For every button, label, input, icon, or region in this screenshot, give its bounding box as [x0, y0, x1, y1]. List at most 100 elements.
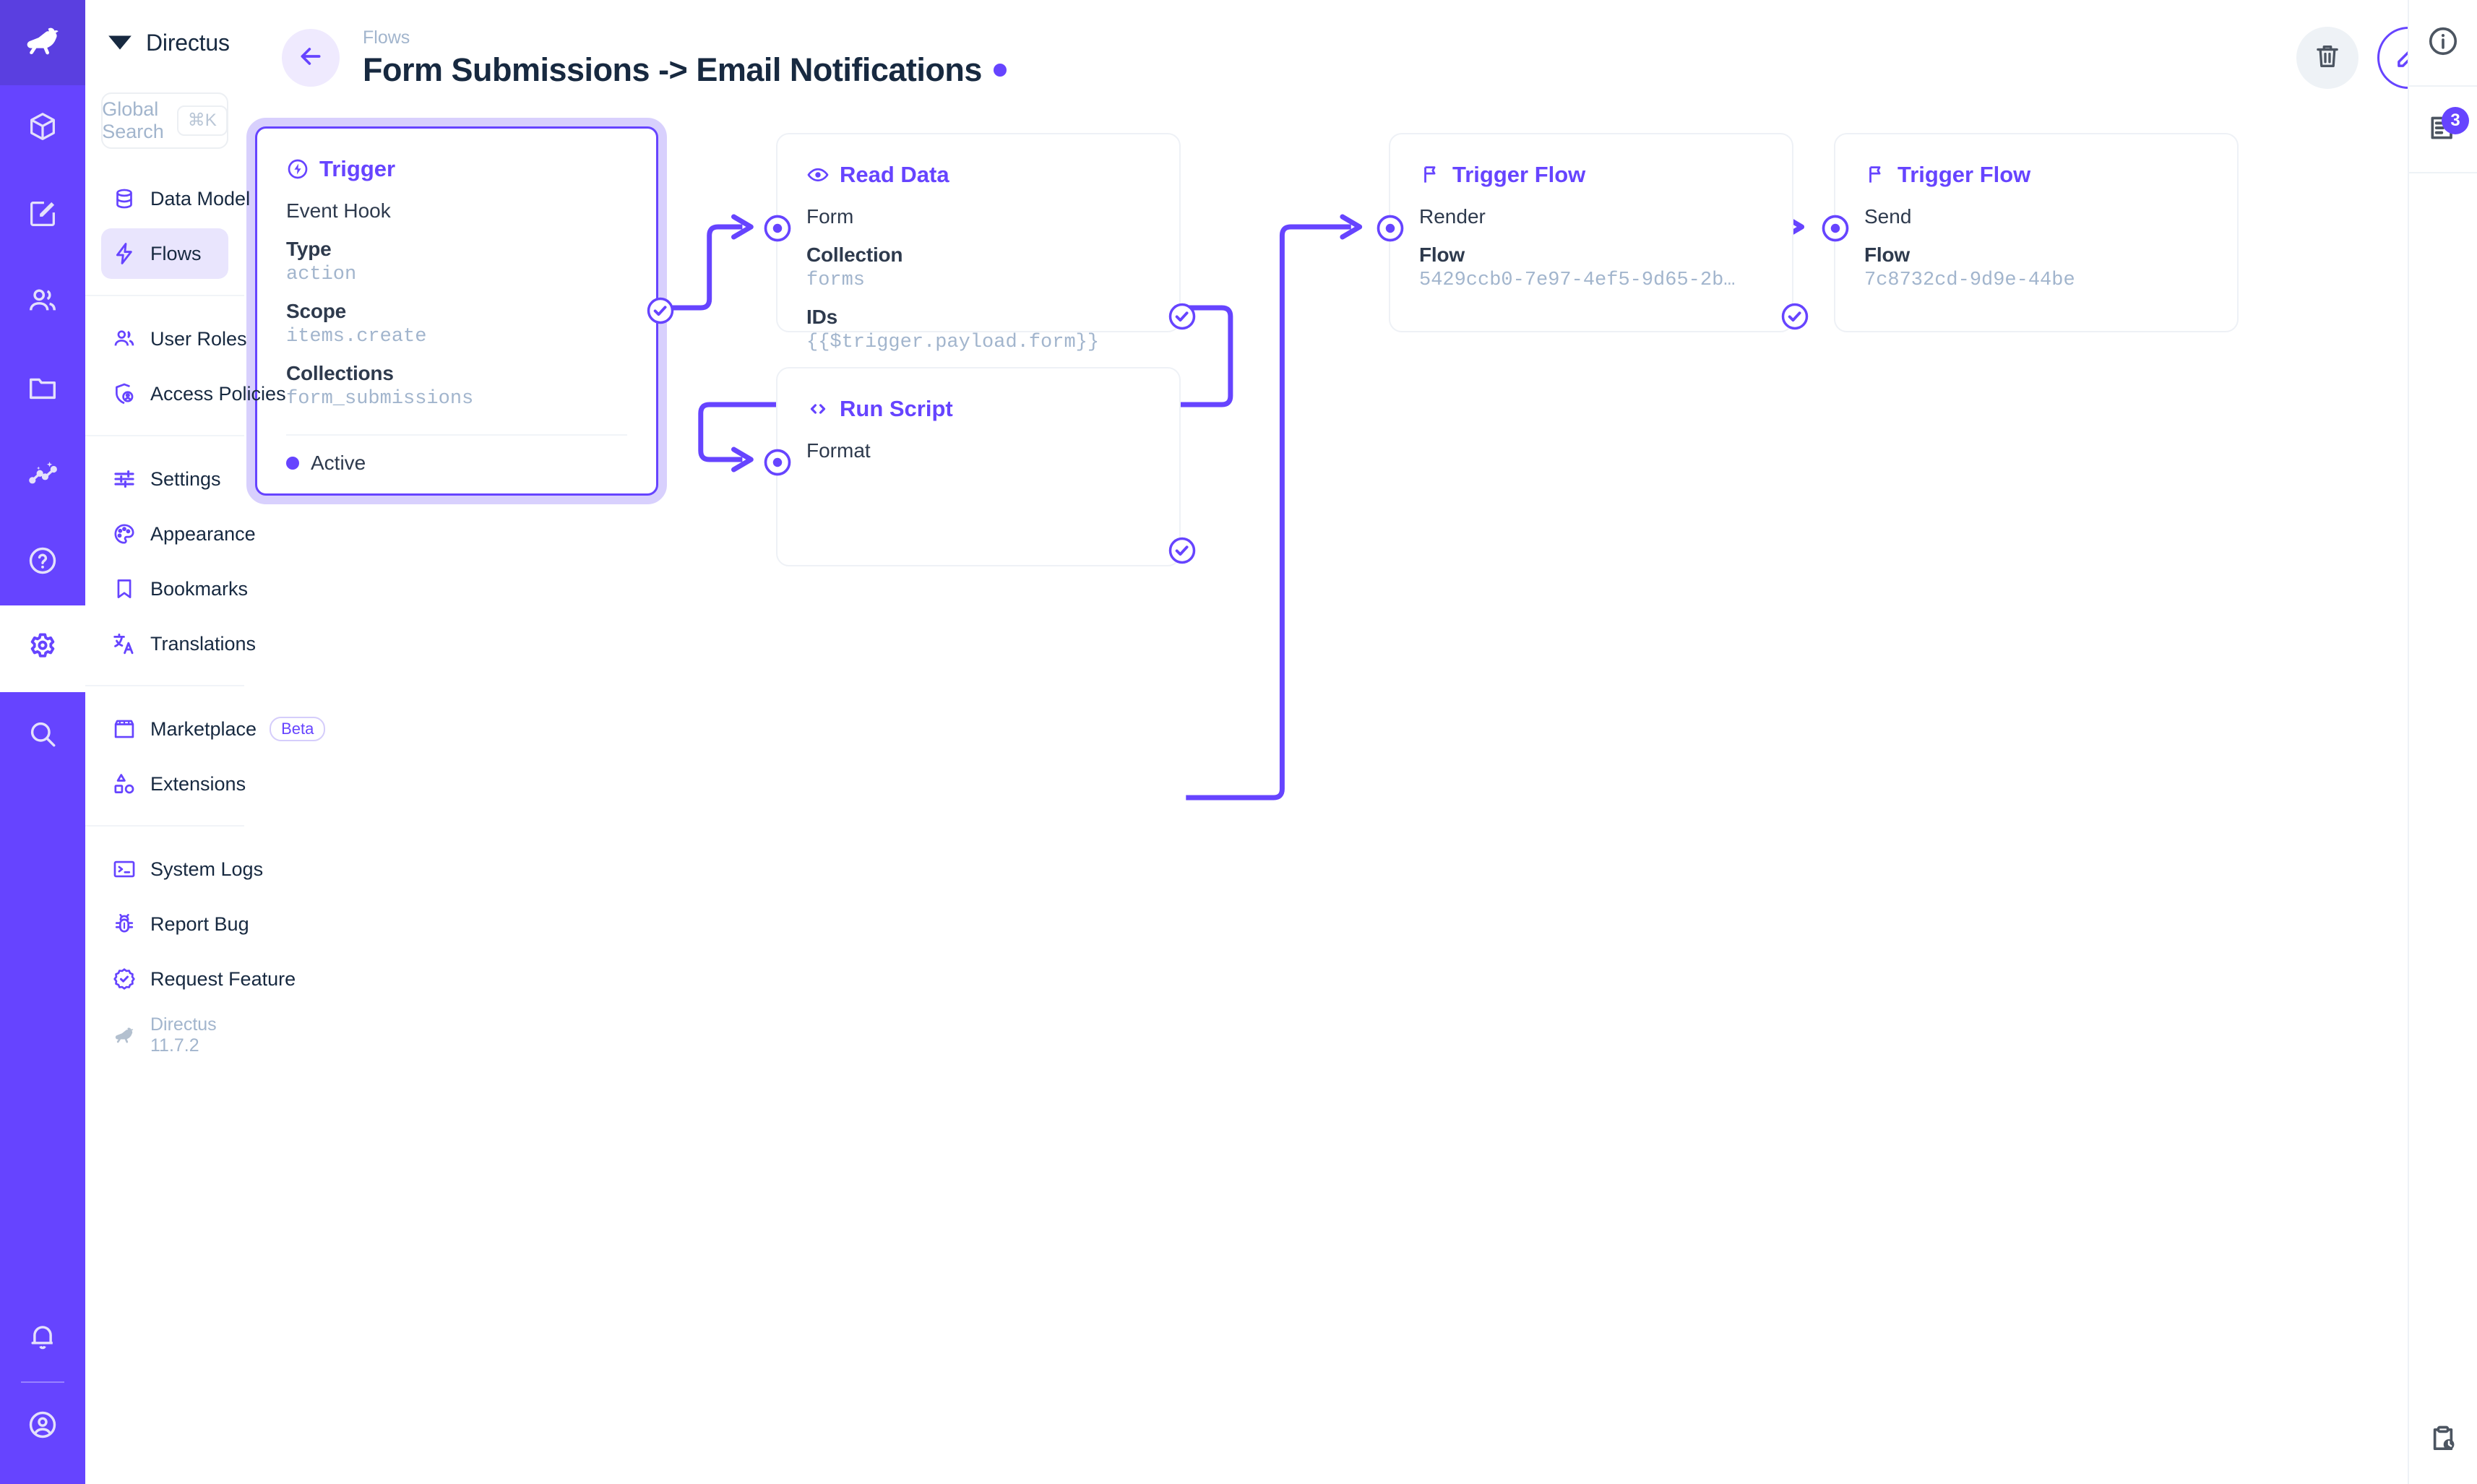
field-key: Scope [286, 300, 347, 322]
node-body: Send Flow 7c8732cd-9d9e-44be [1835, 204, 2237, 306]
sidebar-item-access-policies[interactable]: Access Policies [101, 368, 286, 419]
rail-item-content[interactable] [0, 85, 85, 172]
node-body: Event Hook Type action Scope items.creat… [257, 198, 656, 424]
nav-divider [85, 825, 244, 827]
sidebar-item-label: Access Policies [150, 382, 286, 405]
info-button[interactable] [2408, 0, 2477, 87]
page-header: Flows Form Submissions -> Email Notifica… [244, 0, 2477, 116]
nav-group-3: Settings Appearance Book [85, 454, 256, 669]
sidebar-item-label: Request Feature [150, 967, 296, 990]
sidebar-item-marketplace[interactable]: Marketplace Beta [101, 704, 326, 754]
port-input-trigger-flow-1[interactable] [1374, 212, 1406, 244]
rail-item-insights[interactable] [0, 432, 85, 519]
flow-node-trigger-flow-2[interactable]: Trigger Flow Send Flow 7c8732cd-9d9e-44b… [1822, 133, 2239, 332]
sidebar-item-request-feature[interactable]: Request Feature [101, 954, 296, 1004]
sidebar-item-label: User Roles [150, 327, 247, 350]
terminal-icon [111, 856, 137, 882]
nav-group-5: System Logs Report Bug [85, 844, 296, 1062]
nav-group-1: Data Model Flows [85, 173, 250, 279]
bug-icon [111, 911, 137, 937]
rail-divider [21, 1381, 64, 1383]
node-type-label: Run Script [840, 396, 953, 421]
store-icon [111, 716, 137, 742]
sidebar-item-user-roles[interactable]: User Roles [101, 314, 247, 364]
eye-icon [806, 163, 830, 186]
logs-button[interactable]: 3 [2408, 87, 2477, 173]
field-value: action [286, 264, 357, 285]
search-input[interactable]: Global Search ⌘K [101, 92, 228, 149]
sidebar-item-label: Report Bug [150, 913, 249, 935]
version-text: Directus 11.7.2 [150, 1014, 217, 1056]
flow-node-read-data[interactable]: Read Data Form Collection forms IDs {{$t… [764, 133, 1196, 353]
delete-button[interactable] [2296, 27, 2358, 89]
rail-item-account[interactable] [0, 1390, 85, 1462]
field-value: form_submissions [286, 388, 474, 410]
project-name: Directus [146, 29, 230, 56]
users-icon [111, 326, 137, 352]
breadcrumb[interactable]: Flows [363, 27, 410, 48]
edge-arrow-trigger-flow-1 [1340, 214, 1363, 240]
history-button[interactable] [2408, 1397, 2477, 1484]
rail-item-editor[interactable] [0, 172, 85, 259]
node-header: Run Script [777, 368, 1179, 438]
flow-node-trigger[interactable]: Trigger Event Hook Type action Scope ite… [246, 118, 674, 504]
sidebar-item-label: System Logs [150, 858, 264, 880]
bookmark-icon [111, 576, 137, 602]
sidebar-item-appearance[interactable]: Appearance [101, 509, 256, 559]
flow-canvas[interactable]: Trigger Event Hook Type action Scope ite… [244, 116, 2408, 1484]
port-input-trigger-flow-2[interactable] [1819, 212, 1851, 244]
logs-count-badge: 3 [2442, 107, 2469, 134]
port-output-trigger-flow-1[interactable] [1779, 301, 1811, 332]
port-output-read-data[interactable] [1166, 301, 1198, 332]
lightning-icon [111, 241, 137, 267]
edit-square-icon [26, 197, 59, 234]
trash-icon [2312, 41, 2343, 75]
node-body: Form Collection forms IDs {{$trigger.pay… [777, 204, 1179, 368]
gear-icon [26, 631, 59, 668]
folder-icon [26, 371, 59, 407]
sidebar-item-settings[interactable]: Settings [101, 454, 228, 504]
sidebar-item-system-logs[interactable]: System Logs [101, 844, 263, 894]
rail-item-search[interactable] [0, 692, 85, 779]
node-field: Type action [286, 238, 627, 285]
port-input-run-script[interactable] [762, 447, 793, 478]
info-circle-icon [2426, 25, 2460, 61]
active-dot-icon [286, 457, 299, 470]
rail-item-directus-logo[interactable] [0, 0, 85, 85]
flag-icon [1419, 163, 1442, 186]
rail-item-help[interactable] [0, 519, 85, 605]
sidebar-item-extensions[interactable]: Extensions [101, 759, 246, 809]
port-output-trigger[interactable] [645, 295, 676, 327]
node-field: Flow 7c8732cd-9d9e-44be [1864, 243, 2208, 291]
sidebar-item-label: Flows [150, 242, 202, 264]
node-field: Collection forms [806, 243, 1150, 291]
port-input-read-data[interactable] [762, 212, 793, 244]
sidebar-item-bookmarks[interactable]: Bookmarks [101, 564, 248, 614]
rail-item-users[interactable] [0, 259, 85, 345]
port-output-run-script[interactable] [1166, 535, 1198, 566]
field-key: IDs [806, 306, 837, 328]
sidebar-item-label: Bookmarks [150, 577, 249, 600]
sidebar-item-label: Data Model [150, 187, 251, 210]
node-type-label: Trigger [319, 156, 396, 181]
translate-icon [111, 631, 137, 657]
project-brand: Directus [85, 0, 244, 85]
rail-item-files[interactable] [0, 345, 85, 432]
flow-node-trigger-flow-1[interactable]: Trigger Flow Render Flow 5429ccb0-7e97-4… [1377, 133, 1809, 332]
flow-node-run-script[interactable]: Run Script Format [764, 367, 1196, 566]
rail-item-notifications[interactable] [0, 1302, 85, 1374]
sidebar-item-data-model[interactable]: Data Model [101, 173, 250, 224]
field-value: 5429ccb0-7e97-4ef5-9d65-2b… [1419, 269, 1736, 291]
search-placeholder: Global Search [102, 98, 164, 142]
rail-item-settings[interactable] [0, 605, 85, 692]
node-operation-name: Render [1419, 205, 1486, 228]
node-body: Render Flow 5429ccb0-7e97-4ef5-9d65-2b… [1390, 204, 1792, 306]
sparkle-chart-icon [26, 457, 59, 494]
sidebar-item-translations[interactable]: Translations [101, 618, 256, 669]
nav-group-4: Marketplace Beta Extensions [85, 704, 326, 809]
sidebar-item-report-bug[interactable]: Report Bug [101, 899, 249, 949]
sidebar-item-flows[interactable]: Flows [101, 228, 228, 279]
badge-check-icon [111, 966, 137, 992]
back-button[interactable] [282, 29, 340, 87]
main-area: Flows Form Submissions -> Email Notifica… [244, 0, 2477, 1484]
